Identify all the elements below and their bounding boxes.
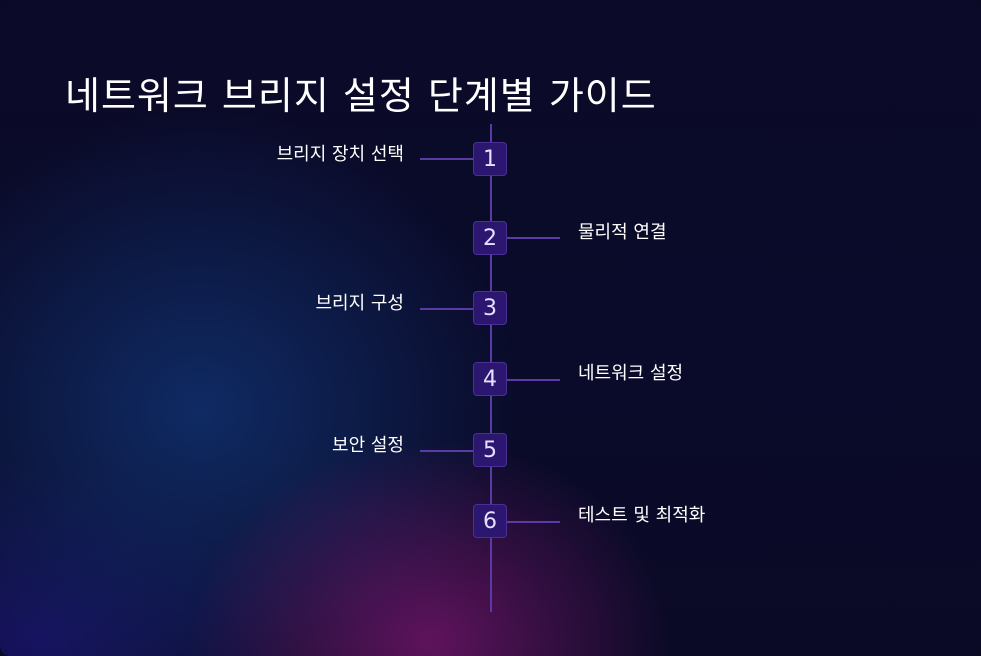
- step-2-label: 물리적 연결: [578, 222, 667, 243]
- page-title: 네트워크 브리지 설정 단계별 가이드: [65, 74, 657, 119]
- step-2-connector: [507, 237, 560, 239]
- step-5-badge: 5: [473, 433, 507, 467]
- step-3-badge: 3: [473, 291, 507, 325]
- step-1-badge: 1: [473, 142, 507, 176]
- step-6-badge: 6: [473, 504, 507, 538]
- step-3-connector: [420, 308, 473, 310]
- step-6-label: 테스트 및 최적화: [578, 505, 706, 526]
- step-4-connector: [507, 379, 560, 381]
- step-4-badge: 4: [473, 362, 507, 396]
- step-3-label: 브리지 구성: [315, 293, 404, 314]
- step-5-label: 보안 설정: [332, 435, 404, 456]
- step-5-connector: [420, 450, 473, 452]
- step-4-label: 네트워크 설정: [578, 363, 684, 384]
- step-1-connector: [420, 158, 473, 160]
- step-2-badge: 2: [473, 221, 507, 255]
- step-6-connector: [507, 521, 560, 523]
- step-1-label: 브리지 장치 선택: [276, 144, 404, 165]
